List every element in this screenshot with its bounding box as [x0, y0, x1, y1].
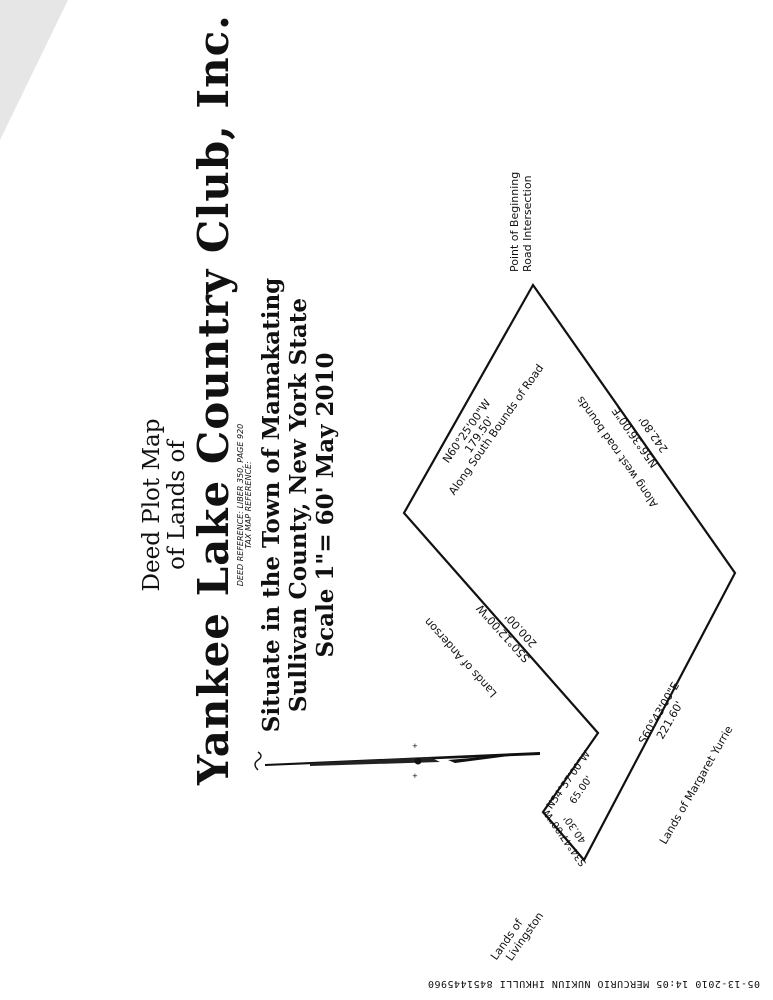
- pob-line-2: Road Intersection: [521, 175, 534, 272]
- svg-text:+: +: [412, 772, 418, 780]
- pob-line-1: Point of Beginning: [508, 171, 521, 272]
- svg-text:+: +: [412, 742, 418, 750]
- point-of-beginning-label: Point of Beginning Road Intersection: [508, 172, 534, 272]
- folded-corner: [0, 0, 68, 140]
- fax-header: 05-13-2010 14:05 MERCURIO NUKIUN IHKULLI…: [427, 978, 760, 989]
